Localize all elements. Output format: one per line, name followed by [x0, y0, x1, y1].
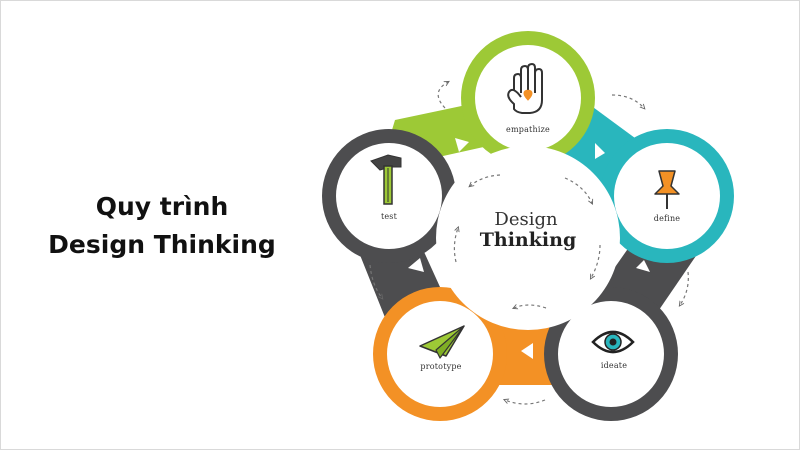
- inner-dashed-arrow: [591, 244, 601, 278]
- outer-dashed-arrow: [505, 400, 546, 405]
- band-arrow-icon: [521, 343, 533, 359]
- center-title-line-2: Thinking: [480, 229, 576, 251]
- band-arrow-icon: [595, 143, 605, 159]
- outer-dashed-arrow: [437, 82, 448, 109]
- title-line-2: Design Thinking: [48, 230, 276, 259]
- stage-label-define: define: [654, 214, 681, 223]
- inner-dashed-arrow: [453, 228, 458, 263]
- hand-heart-icon: [507, 62, 543, 114]
- hammer-icon: [370, 154, 402, 205]
- band-arrow-icon: [455, 138, 469, 152]
- slide-title: Quy trình Design Thinking: [20, 188, 304, 264]
- stage-label-ideate: ideate: [601, 361, 627, 370]
- stage-label-test: test: [381, 212, 398, 221]
- center-title-line-1: Design: [494, 209, 558, 230]
- band-arrow-icon: [636, 260, 650, 272]
- outer-dashed-arrow: [369, 264, 382, 298]
- paper-plane-icon: [419, 325, 465, 359]
- eye-icon: [591, 330, 635, 354]
- center-hub: [436, 146, 620, 330]
- inner-dashed-arrow: [564, 177, 592, 203]
- inner-dashed-arrow: [514, 305, 547, 308]
- title-line-1: Quy trình: [95, 192, 229, 221]
- pushpin-icon: [654, 170, 680, 209]
- inner-dashed-arrow: [470, 174, 501, 186]
- inner-ideate: [558, 301, 664, 407]
- outer-dashed-arrow: [680, 271, 689, 305]
- stage-label-empathize: empathize: [506, 125, 550, 134]
- band-arrow-icon: [408, 258, 424, 272]
- outer-dashed-arrow: [611, 94, 644, 108]
- stage-label-prototype: prototype: [420, 362, 461, 371]
